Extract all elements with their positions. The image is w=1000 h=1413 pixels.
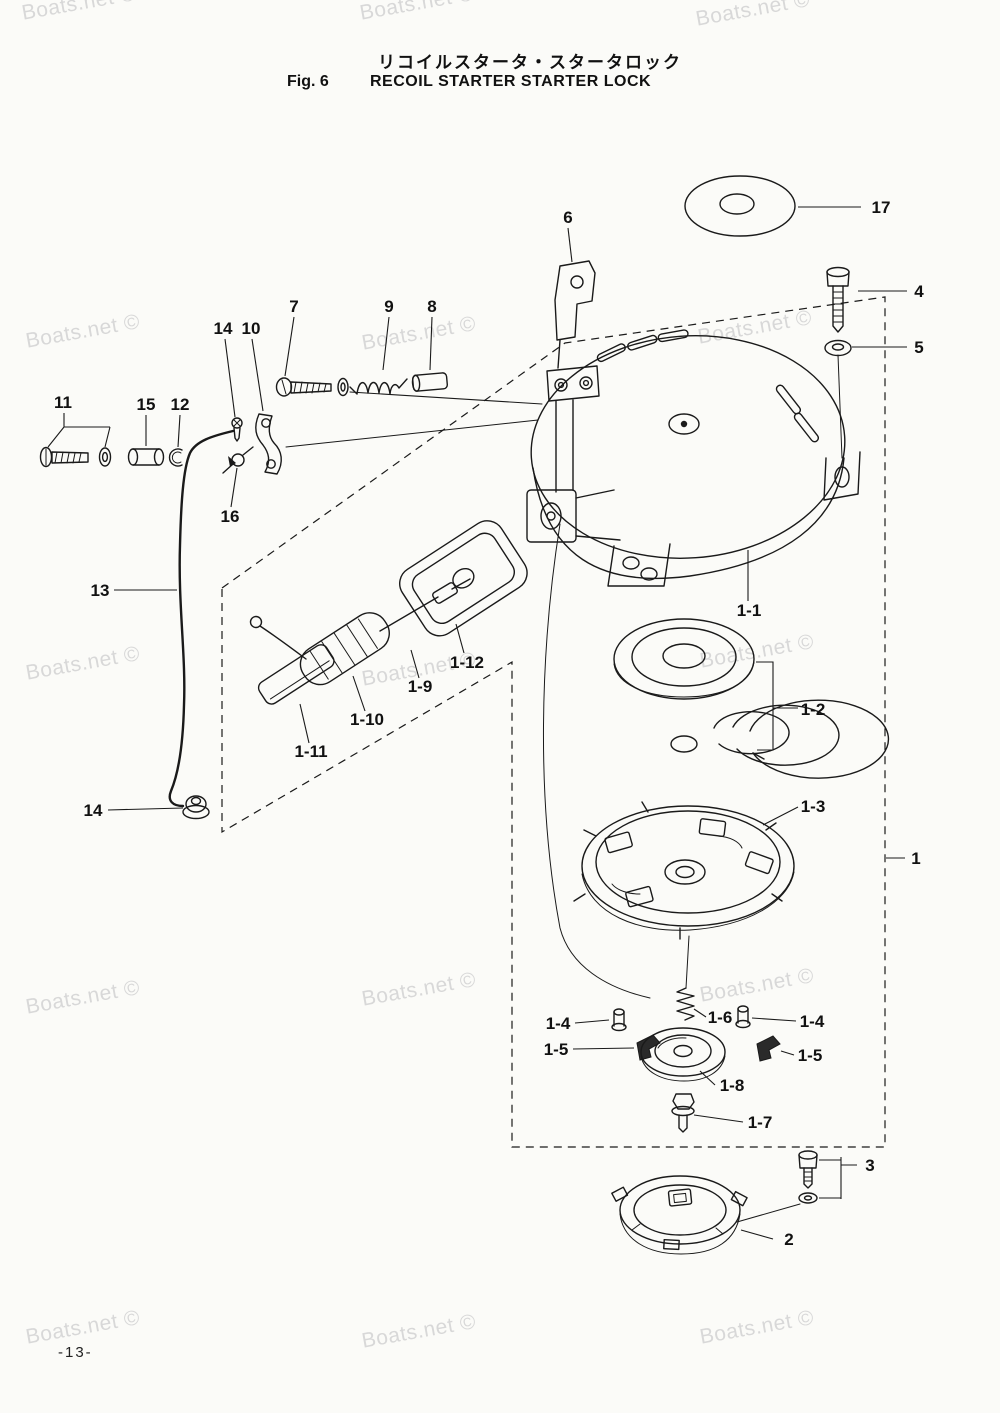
label-5: 5 xyxy=(914,338,923,357)
label-15: 15 xyxy=(137,395,156,414)
label-1-4-right: 1-4 xyxy=(800,1012,825,1031)
part-1-10-handle-grip xyxy=(299,612,390,686)
part-1-2-spring-case xyxy=(613,618,755,700)
label-8: 8 xyxy=(427,297,436,316)
label-9: 9 xyxy=(384,297,393,316)
label-10: 10 xyxy=(242,319,261,338)
part-2-starter-cup xyxy=(611,1175,748,1255)
label-1-10: 1-10 xyxy=(350,710,384,729)
label-11: 11 xyxy=(54,393,72,412)
part-7-washer xyxy=(337,377,349,397)
part-1-5-clip-right xyxy=(756,1035,781,1062)
page-number: -13- xyxy=(58,1344,93,1361)
part-1-4-pawl-pin-left xyxy=(611,1008,627,1032)
label-12: 12 xyxy=(171,395,190,414)
part-1-2-spiral-spring xyxy=(670,699,890,779)
part-labels: 17 6 4 5 7 9 8 14 10 11 15 12 16 13 1-1 … xyxy=(54,198,924,1249)
part-1-11-handle-plate xyxy=(257,644,335,705)
leader-lines xyxy=(47,206,907,1240)
label-1-1: 1-1 xyxy=(737,601,762,620)
part-1-8-pulley-hub xyxy=(640,1027,726,1082)
label-1-11: 1-11 xyxy=(294,742,327,761)
label-1-2: 1-2 xyxy=(801,700,826,719)
part-1-6-spring xyxy=(676,987,695,1021)
label-1-8: 1-8 xyxy=(720,1076,745,1095)
figure-title-japanese: リコイルスタータ・スタータロック xyxy=(378,53,682,72)
label-2: 2 xyxy=(784,1230,793,1249)
label-1-12: 1-12 xyxy=(450,653,484,672)
label-6: 6 xyxy=(563,208,572,227)
part-10-lock-plate xyxy=(255,413,282,475)
assembly-boundary xyxy=(221,296,886,1148)
label-1-5-right: 1-5 xyxy=(798,1046,823,1065)
part-15-spacer xyxy=(127,448,165,466)
rope-guide-eyelet xyxy=(249,615,307,660)
part-9-spring xyxy=(349,378,408,395)
label-7: 7 xyxy=(289,297,298,316)
part-14-screw-top xyxy=(231,417,243,442)
label-16: 16 xyxy=(221,507,240,526)
part-13-link-rod xyxy=(168,429,235,808)
label-13: 13 xyxy=(91,581,110,600)
part-12-circlip xyxy=(168,448,183,467)
label-1-5-left: 1-5 xyxy=(544,1040,569,1059)
connector-lines xyxy=(285,354,843,1223)
part-11-washer xyxy=(98,447,112,467)
part-4-bolt xyxy=(826,266,850,333)
part-3-bolt xyxy=(798,1150,818,1189)
part-8-pin xyxy=(411,372,448,392)
part-17-friction-plate xyxy=(684,175,796,237)
part-1-1-recoil-housing xyxy=(526,329,861,587)
label-3: 3 xyxy=(865,1156,874,1175)
label-17: 17 xyxy=(872,198,891,217)
label-14-top: 14 xyxy=(214,319,233,338)
part-11-bolt xyxy=(39,446,89,468)
label-1-3: 1-3 xyxy=(801,797,826,816)
label-4: 4 xyxy=(914,282,924,301)
part-14-grommet-bottom xyxy=(182,795,210,820)
label-1: 1 xyxy=(911,849,920,868)
part-7-screw xyxy=(275,377,332,397)
part-6-starter-lock-lever xyxy=(554,260,596,369)
label-1-6: 1-6 xyxy=(708,1008,733,1027)
part-1-12-seal-plate xyxy=(399,520,528,637)
label-1-7: 1-7 xyxy=(748,1113,773,1132)
part-16-spring-clip xyxy=(222,446,254,474)
part-1-7-bolt xyxy=(671,1093,695,1133)
label-14-bottom: 14 xyxy=(84,801,103,820)
label-1-4-left: 1-4 xyxy=(546,1014,571,1033)
part-5-washer xyxy=(824,339,852,357)
part-1-3-ratchet-pulley xyxy=(573,801,795,940)
label-1-9: 1-9 xyxy=(408,677,433,696)
part-1-9-rope-anchor xyxy=(379,578,471,632)
figure-title-english: RECOIL STARTER STARTER LOCK xyxy=(370,73,652,90)
part-1-4-pawl-pin-right xyxy=(735,1005,751,1029)
part-3-washer xyxy=(798,1192,818,1204)
figure-number: Fig. 6 xyxy=(287,73,329,90)
